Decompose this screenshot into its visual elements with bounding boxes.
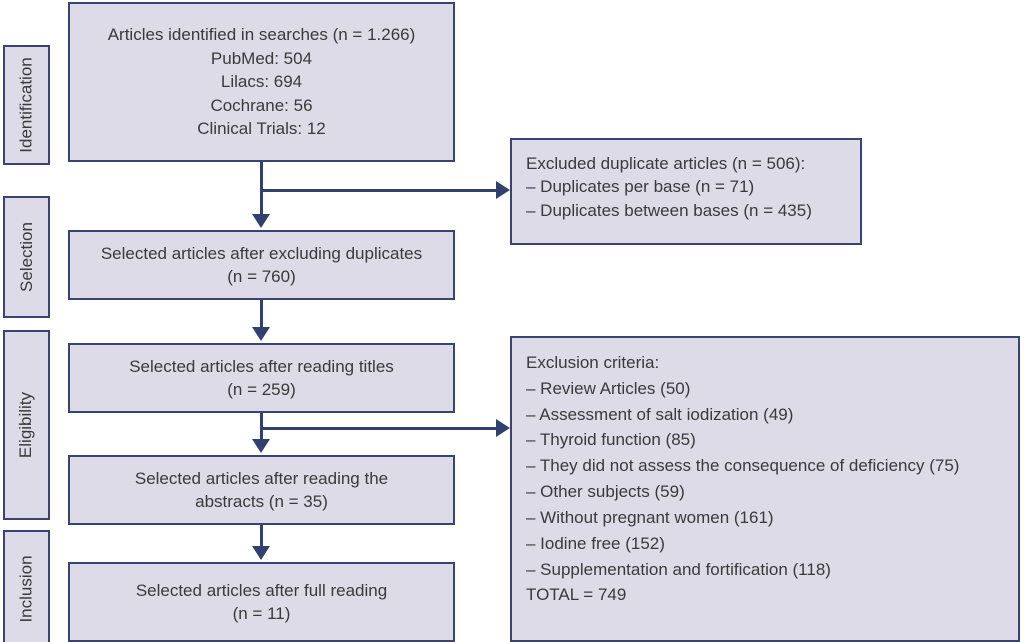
box-after-full-reading: Selected articles after full reading (n … <box>68 562 455 642</box>
box-exclusion-criteria-line-10: TOTAL = 749 <box>526 585 627 605</box>
connector-identified-to-duplicates-arrowhead <box>252 214 270 228</box>
connector-titles-to-abstracts-arrowhead <box>252 439 270 453</box>
box-exclusion-criteria-line-1: Exclusion criteria: <box>526 353 660 372</box>
connector-abstracts-to-full-reading-vertical <box>260 525 263 548</box>
stage-label-selection: Selection <box>3 196 50 318</box>
box-after-reading-abstracts-line-2: abstracts (n = 35) <box>195 492 328 511</box>
stage-label-identification: Identification <box>3 45 50 165</box>
box-excluded-duplicates-line-1: Excluded duplicate articles (n = 506): <box>526 154 806 173</box>
box-exclusion-criteria-line-9: – Supplementation and fortification (118… <box>526 559 831 579</box>
box-after-reading-titles-line-1: Selected articles after reading titles <box>129 356 394 376</box>
connector-abstracts-to-full-reading-arrowhead <box>252 546 270 560</box>
connector-duplicates-to-titles-vertical <box>260 300 263 329</box>
box-excluded-duplicates-line-2: – Duplicates per base (n = 71) <box>526 177 755 197</box>
connector-branch-to-exclusion-criteria-horizontal <box>260 427 498 430</box>
stage-label-inclusion-text: Inclusion <box>16 555 36 623</box>
box-after-excluding-duplicates-line-2: (n = 760) <box>227 267 296 286</box>
box-after-full-reading-line-1: Selected articles after full reading <box>135 580 388 600</box>
box-after-reading-titles-line-2: (n = 259) <box>227 380 296 399</box>
box-exclusion-criteria-line-2: – Review Articles (50) <box>526 378 691 398</box>
box-after-reading-abstracts-line-1: Selected articles after reading the <box>134 468 389 488</box>
box-after-excluding-duplicates: Selected articles after excluding duplic… <box>68 230 455 300</box>
box-exclusion-criteria-line-8: – Iodine free (152) <box>526 533 665 553</box>
connector-branch-to-exclusion-criteria-arrowhead <box>496 419 510 437</box>
box-excluded-duplicates: Excluded duplicate articles (n = 506): –… <box>510 138 862 245</box>
stage-label-inclusion: Inclusion <box>3 530 50 642</box>
box-exclusion-criteria-line-5: – They did not assess the consequence of… <box>526 456 960 476</box>
stage-label-selection-text: Selection <box>16 222 36 292</box>
box-after-reading-titles: Selected articles after reading titles (… <box>68 343 455 413</box>
box-excluded-duplicates-line-3: – Duplicates between bases (n = 435) <box>526 200 812 220</box>
box-exclusion-criteria-line-7: – Without pregnant women (161) <box>526 507 774 527</box>
box-exclusion-criteria: Exclusion criteria: – Review Articles (5… <box>510 336 1020 642</box>
connector-branch-to-excluded-duplicates-arrowhead <box>496 181 510 199</box>
box-exclusion-criteria-line-4: – Thyroid function (85) <box>526 430 696 450</box>
stage-label-identification-text: Identification <box>16 57 36 153</box>
box-exclusion-criteria-line-6: – Other subjects (59) <box>526 482 685 502</box>
box-exclusion-criteria-line-3: – Assessment of salt iodization (49) <box>526 404 794 424</box>
box-articles-identified: Articles identified in searches (n = 1.2… <box>68 2 455 162</box>
box-after-full-reading-line-2: (n = 11) <box>232 604 291 623</box>
stage-label-eligibility: Eligibility <box>3 330 50 520</box>
box-articles-identified-line-4: Cochrane: 56 <box>210 95 313 115</box>
connector-branch-to-excluded-duplicates-horizontal <box>260 189 498 192</box>
box-articles-identified-line-5: Clinical Trials: 12 <box>197 119 326 139</box>
box-articles-identified-line-1: Articles identified in searches (n = 1.2… <box>107 25 416 45</box>
box-articles-identified-line-3: Lilacs: 694 <box>220 72 303 92</box>
connector-duplicates-to-titles-arrowhead <box>252 327 270 341</box>
stage-label-eligibility-text: Eligibility <box>16 391 36 459</box>
box-after-reading-abstracts: Selected articles after reading the abst… <box>68 455 455 525</box>
box-after-excluding-duplicates-line-1: Selected articles after excluding duplic… <box>100 243 423 263</box>
box-articles-identified-line-2: PubMed: 504 <box>210 48 313 68</box>
